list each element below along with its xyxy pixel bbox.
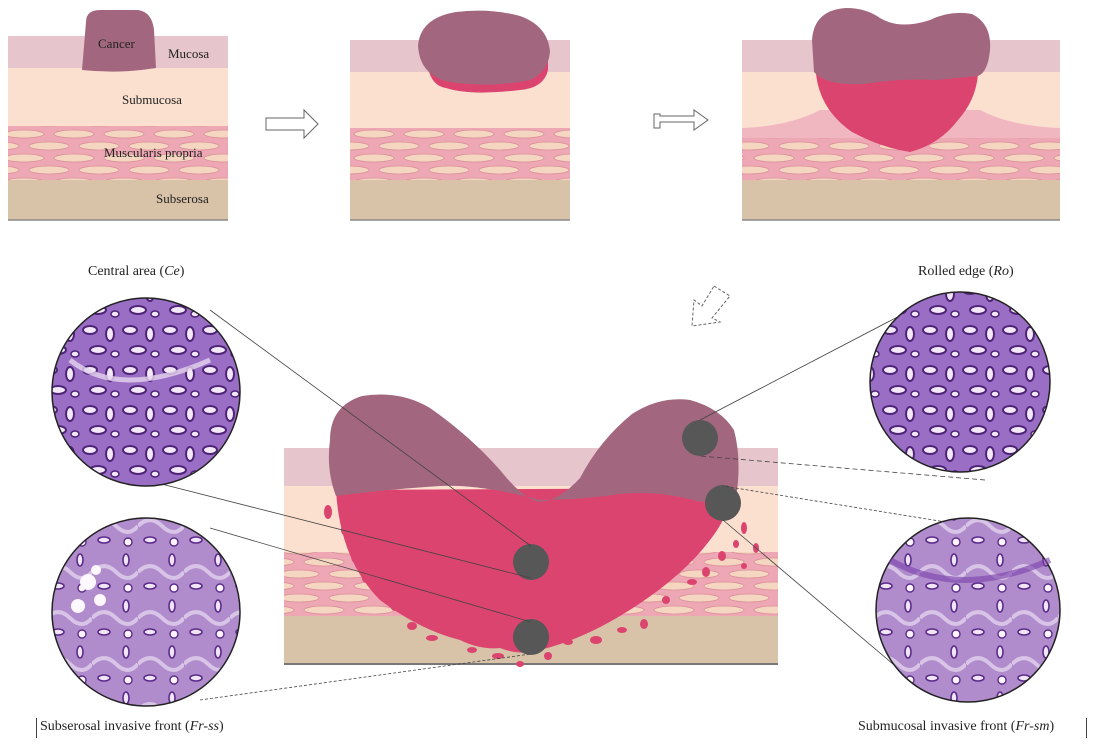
cancer-tumor [812, 8, 990, 84]
histology-rolled-edge [870, 292, 1050, 472]
mucosa-label: Mucosa [168, 46, 209, 61]
caption-subserosal-front: Subserosal invasive front (Fr-ss) [40, 719, 224, 735]
histology-submucosal-front [876, 518, 1060, 702]
caption-text: Central area ( [88, 264, 164, 279]
caption-rolled-edge: Rolled edge (Ro) [918, 264, 1014, 280]
caption-abbr: Fr-sm [1015, 719, 1049, 734]
caption-text: Rolled edge ( [918, 264, 993, 279]
panel-stage-1: Cancer Mucosa Submucosa Muscularis propr… [8, 10, 228, 220]
caption-divider [1086, 718, 1087, 738]
caption-abbr: Ce [164, 264, 180, 279]
caption-abbr: Ro [993, 264, 1009, 279]
histology-subserosal-front [52, 518, 240, 706]
arrow-right-icon [654, 110, 708, 130]
caption-text: Subserosal invasive front ( [40, 719, 190, 734]
caption-close: ) [180, 264, 185, 279]
caption-close: ) [1009, 264, 1014, 279]
caption-abbr: Fr-ss [190, 719, 219, 734]
caption-central-area: Central area (Ce) [88, 264, 184, 280]
sample-point-subserosal-front [513, 619, 549, 655]
caption-close: ) [1049, 719, 1054, 734]
subserosa-label: Subserosa [156, 191, 209, 206]
arrow-down-left-icon [692, 286, 730, 326]
submucosa-label: Submucosa [122, 92, 182, 107]
histology-central-area [52, 298, 240, 486]
panel-stage-3 [742, 8, 1060, 220]
caption-text: Submucosal invasive front ( [858, 719, 1015, 734]
cancer-tumor [418, 11, 550, 85]
panel-stage-2 [350, 11, 570, 220]
caption-divider [36, 718, 37, 738]
submucosa-layer [8, 68, 228, 126]
caption-close: ) [219, 719, 224, 734]
advanced-tumor-diagram [284, 395, 778, 668]
cancer-label: Cancer [98, 36, 135, 51]
sample-point-submucosal-front [705, 485, 741, 521]
arrow-right-icon [266, 110, 318, 138]
caption-submucosal-front: Submucosal invasive front (Fr-sm) [858, 719, 1054, 735]
muscularis-label: Muscularis propria [104, 145, 203, 160]
sample-point-rolled-edge [682, 420, 718, 456]
